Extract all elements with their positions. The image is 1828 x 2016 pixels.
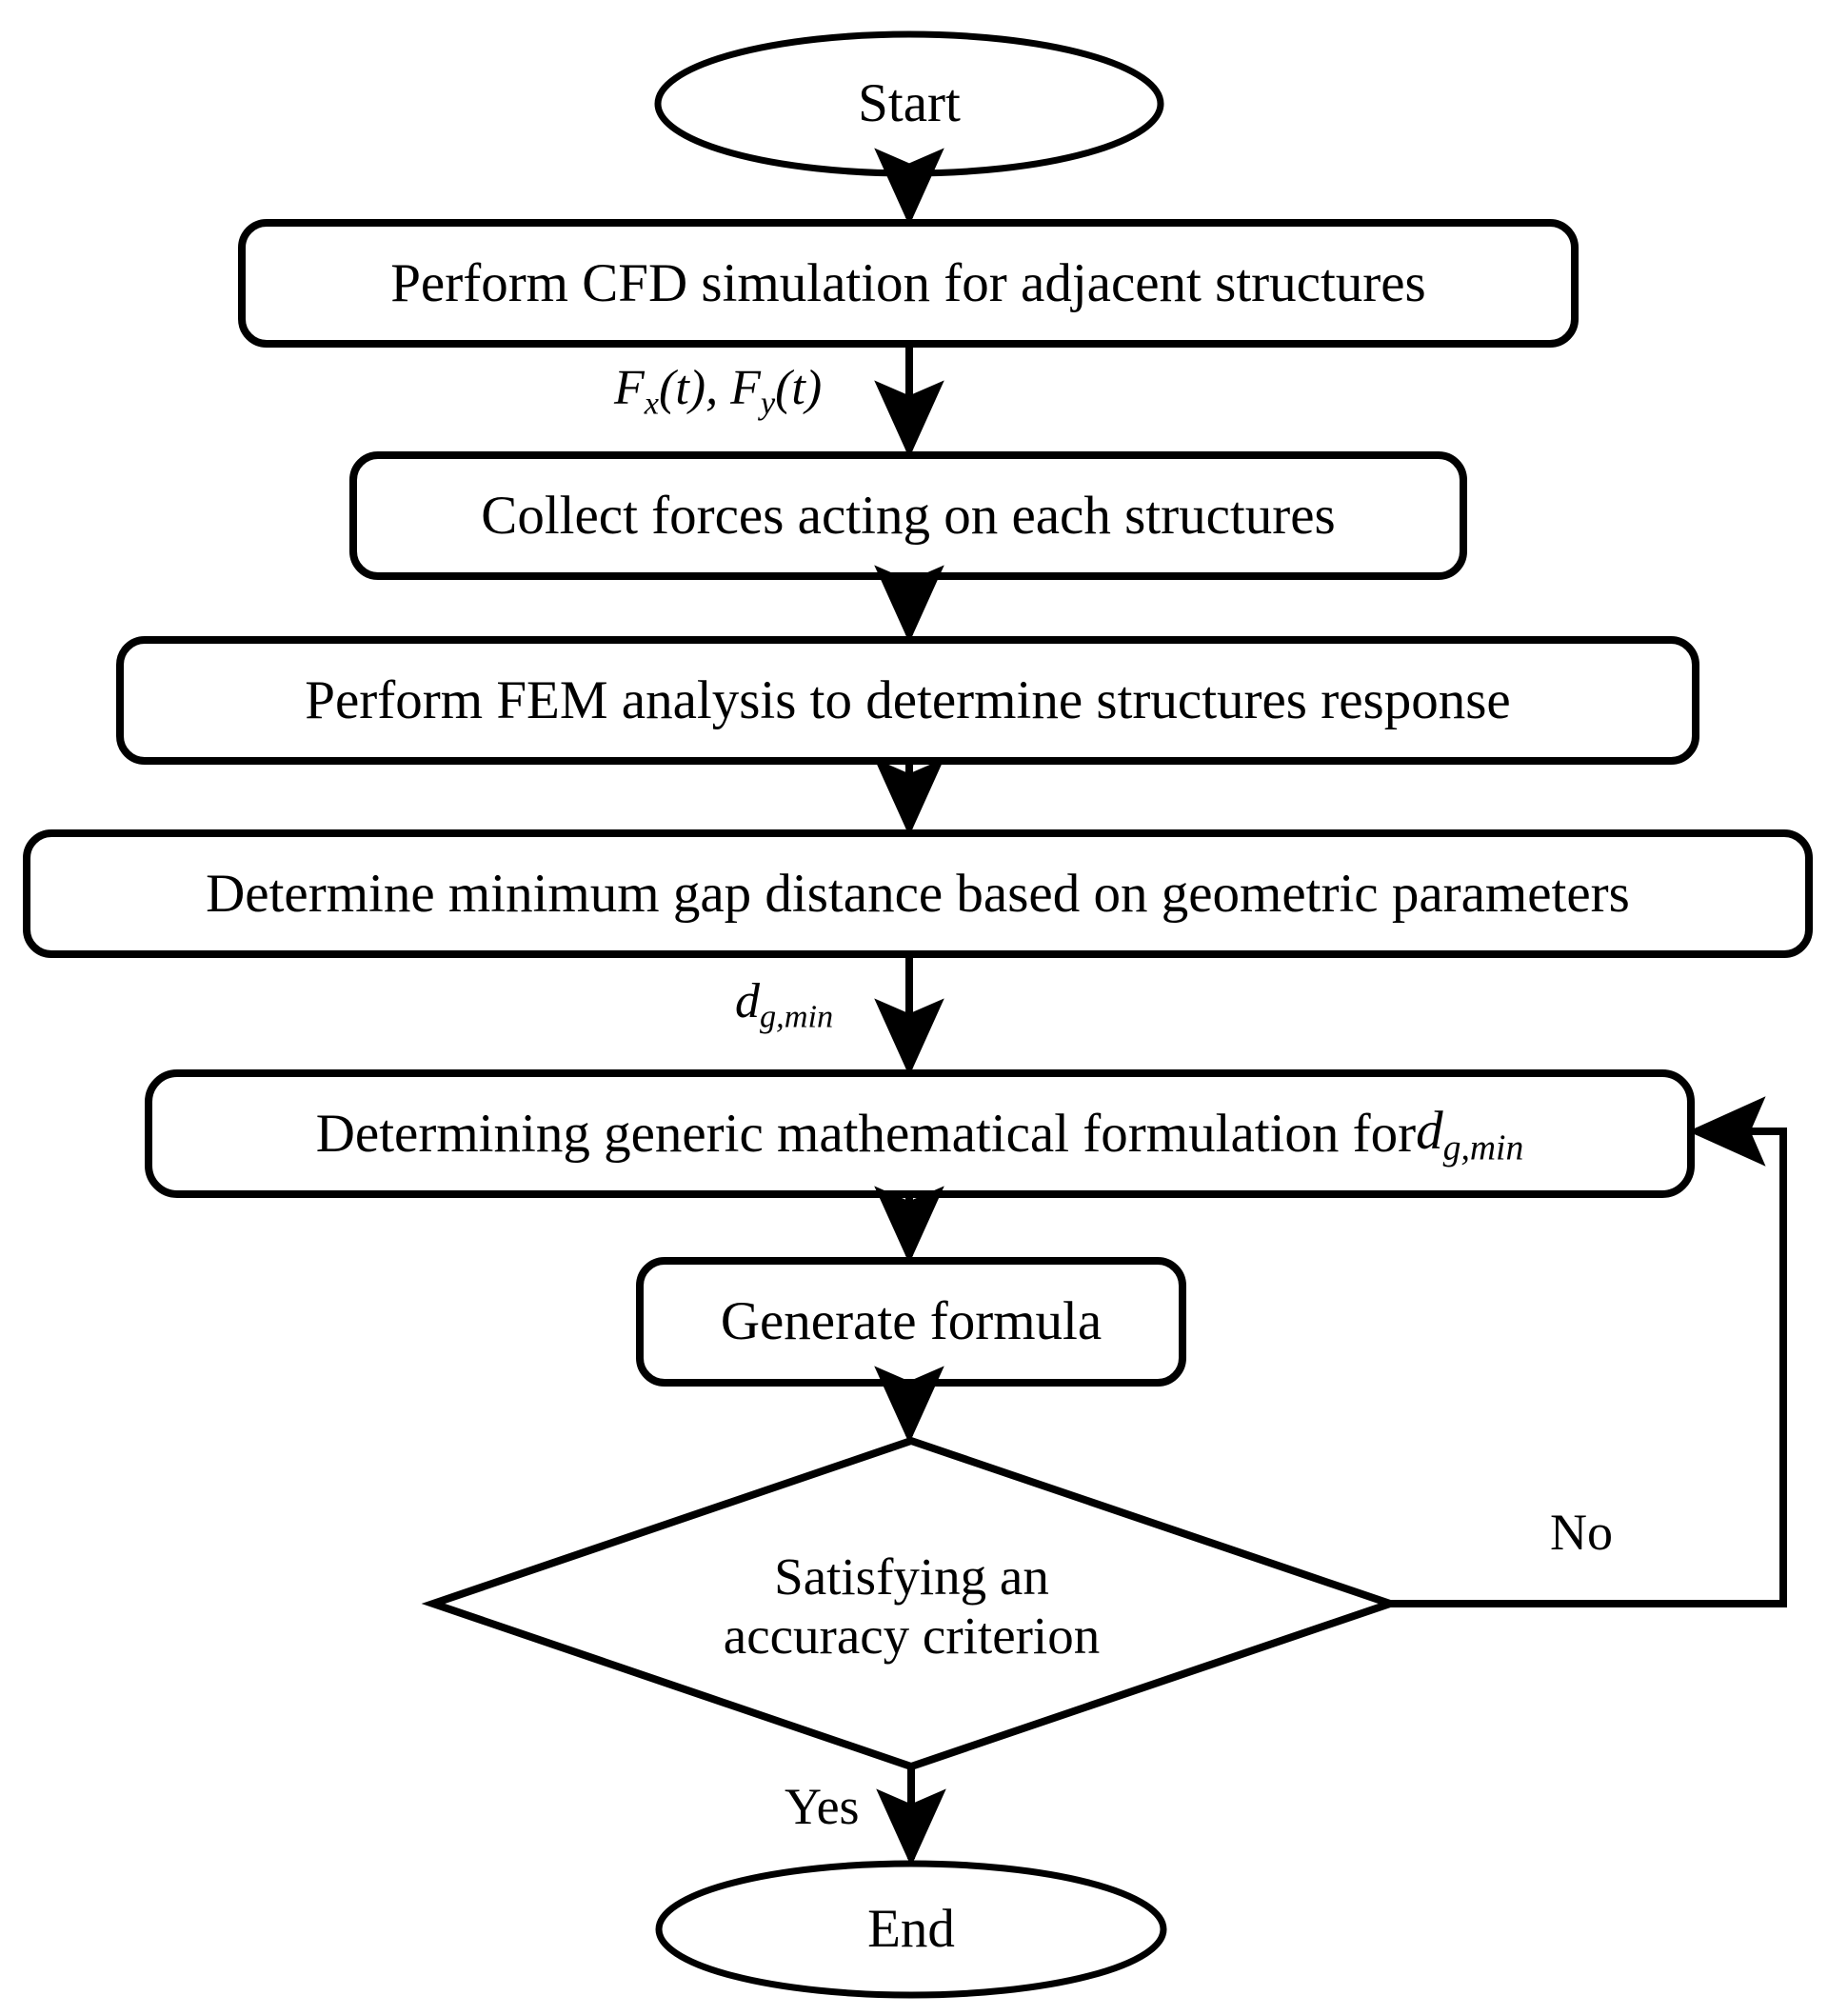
edge-label-forces-fy-sub: y (760, 385, 776, 422)
node-gap-shape (23, 829, 1813, 958)
edge-label-gap-base: d (735, 974, 760, 1028)
node-start-shape (654, 30, 1164, 177)
node-generate-shape (636, 1257, 1186, 1387)
node-cfd-shape (238, 219, 1579, 348)
node-end-shape (655, 1860, 1167, 1999)
edge-decision-no-loopback (1390, 1096, 1787, 1607)
edge-label-yes: Yes (785, 1778, 860, 1835)
edge-label-no: No (1550, 1504, 1613, 1561)
node-fem-shape (116, 636, 1699, 765)
edge-label-gap-sub: g,min (760, 998, 834, 1035)
edge-label-forces: Fx(t), Fy(t) (614, 360, 822, 422)
edge-label-forces-fy-base: F (730, 361, 761, 415)
node-formulation-shape (145, 1069, 1695, 1198)
edge-label-forces-fx-base: F (614, 361, 645, 415)
edge-label-gap-symbol: dg,min (735, 973, 833, 1035)
edge-label-forces-fy-arg: (t) (775, 361, 823, 415)
edge-label-forces-fx-sub: x (644, 385, 659, 422)
edge-label-forces-fx-arg: (t), (659, 361, 731, 415)
node-collect-shape (349, 451, 1467, 580)
node-decision-shape (421, 1436, 1402, 1771)
